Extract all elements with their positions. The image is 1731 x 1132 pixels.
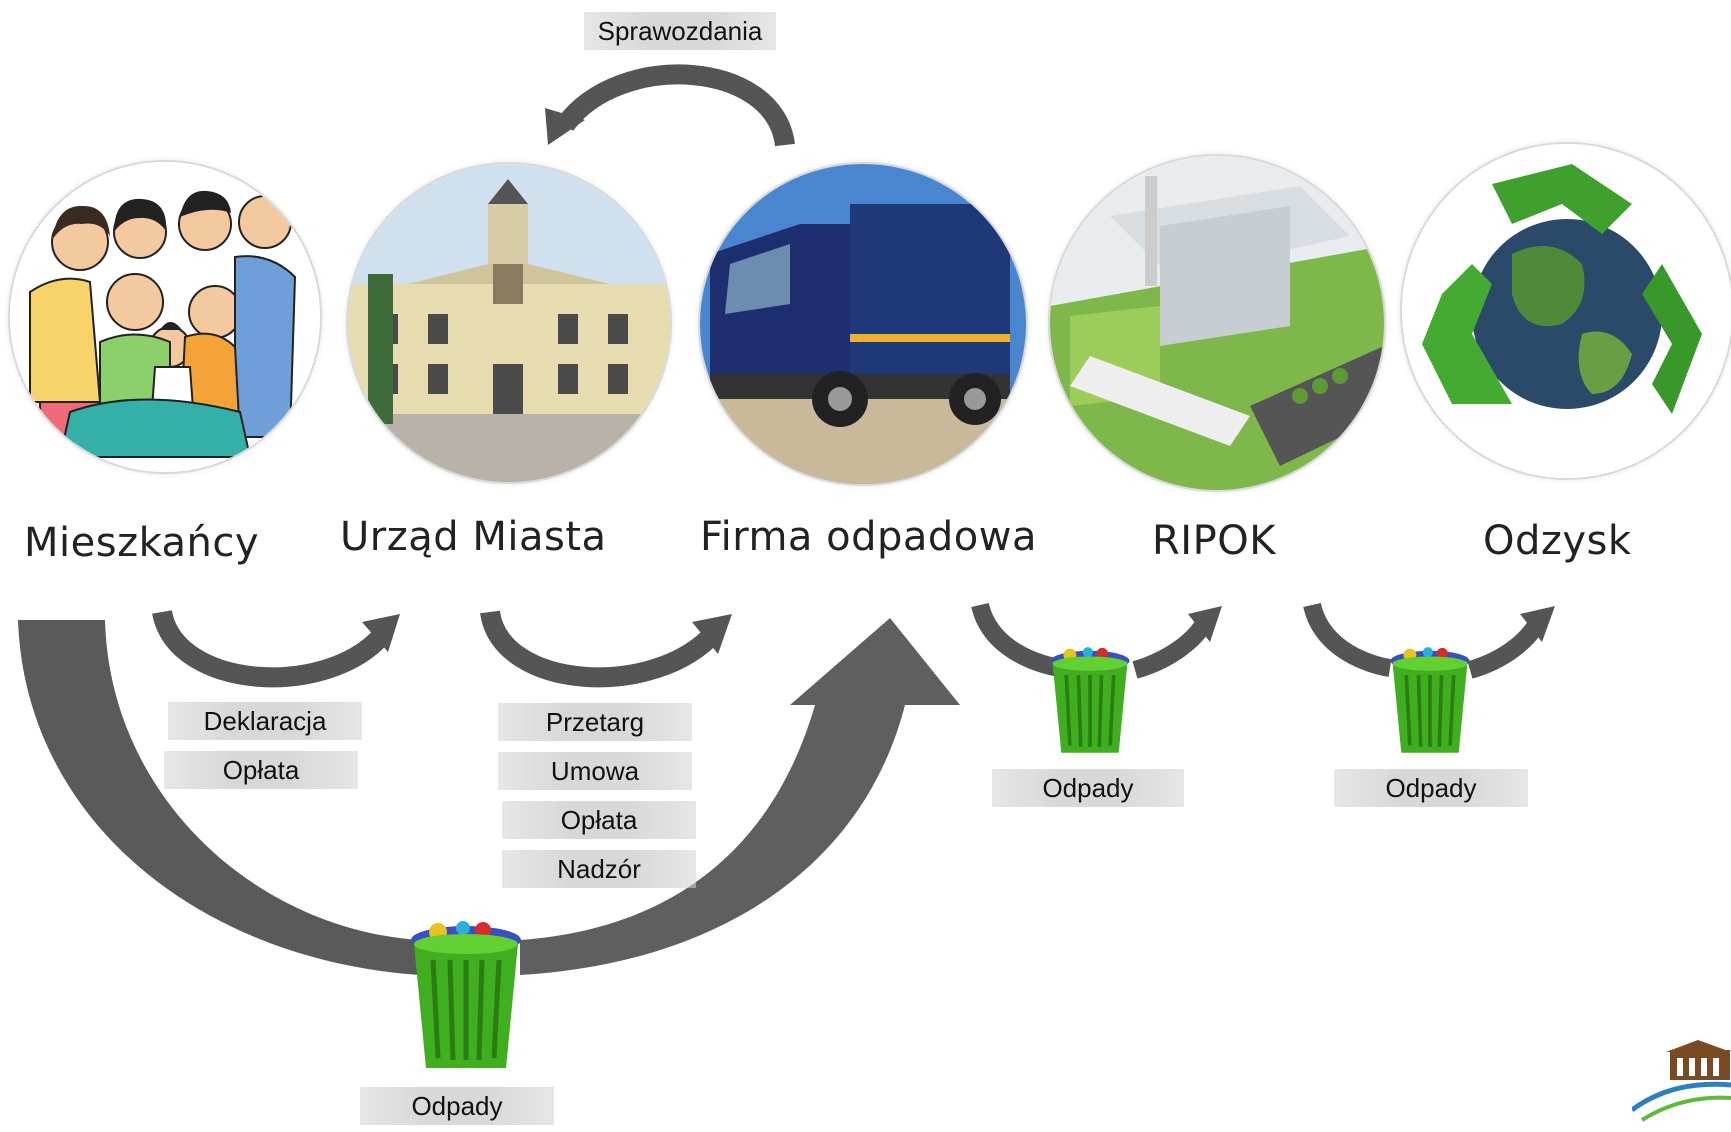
city-fee-tag: Opłata — [502, 801, 696, 839]
trash-bin-icon — [1050, 647, 1130, 753]
garbage-truck-icon — [700, 164, 1026, 484]
waste-plant-aerial-icon — [1050, 156, 1384, 490]
declaration-tag: Deklaracja — [168, 702, 362, 740]
tender-arrow — [480, 609, 732, 688]
reports-tag: Sprawozdania — [584, 12, 776, 50]
trash-bin-icon — [411, 921, 521, 1068]
declaration-arrow — [152, 609, 400, 688]
recovery-waste-tag: Odpady — [1334, 769, 1528, 807]
recycling-globe-icon — [1402, 144, 1731, 478]
city-hall-label: Urząd Miasta — [340, 514, 607, 560]
main-trash-bin — [408, 918, 524, 1074]
main-waste-tag: Odpady — [360, 1087, 554, 1125]
municipal-logo — [1630, 1040, 1731, 1128]
company-to-ripok-arrow — [971, 602, 1222, 679]
recovery-label: Odzysk — [1483, 518, 1632, 564]
town-hall-building-icon — [348, 164, 670, 482]
ripok-waste-tag: Odpady — [992, 769, 1184, 807]
reports-arrow — [545, 64, 795, 147]
ripok-node[interactable] — [1048, 154, 1386, 492]
family-illustration-icon — [10, 162, 320, 472]
recovery-node[interactable] — [1400, 142, 1731, 480]
waste-flow-arrow — [18, 618, 960, 975]
waste-company-node[interactable] — [698, 162, 1028, 486]
ripok-trash-bin — [1048, 645, 1132, 757]
city-hall-node[interactable] — [346, 162, 672, 484]
ripok-to-recovery-arrow — [1303, 602, 1555, 679]
trash-bin-icon — [1390, 647, 1470, 753]
contract-tag: Umowa — [498, 752, 692, 790]
recovery-trash-bin — [1388, 645, 1472, 757]
ripok-label: RIPOK — [1152, 518, 1276, 564]
residents-fee-tag: Opłata — [164, 751, 358, 789]
municipal-logo-icon — [1630, 1040, 1731, 1122]
residents-label: Mieszkańcy — [24, 520, 260, 566]
waste-company-label: Firma odpadowa — [700, 514, 1037, 560]
supervision-tag: Nadzór — [502, 850, 696, 888]
residents-node[interactable] — [8, 160, 322, 474]
tender-tag: Przetarg — [498, 703, 692, 741]
